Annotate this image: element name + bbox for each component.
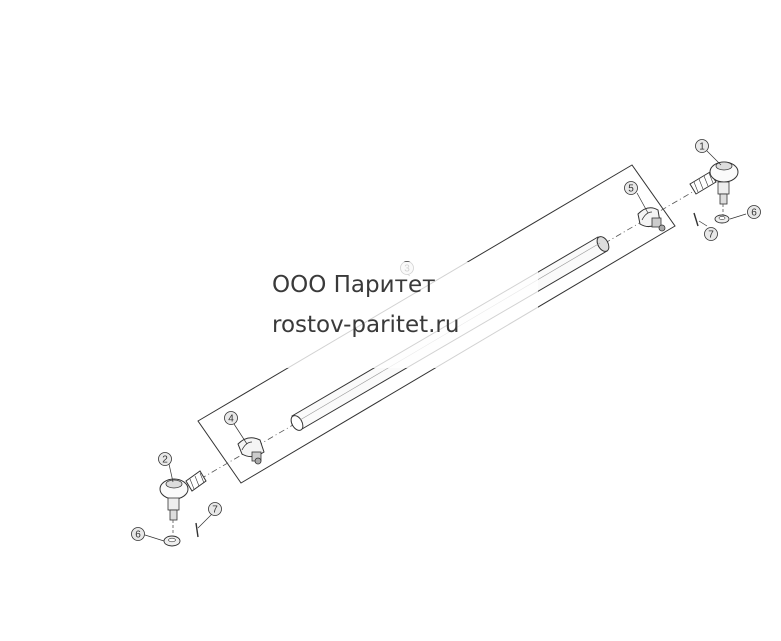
callout-7-left: 7 [208,502,222,516]
tie-rod-end-left [159,470,207,534]
callout-5: 5 [624,181,638,195]
leader-lines [144,150,747,542]
clamp-left [237,437,265,465]
clamp-right [637,207,666,232]
callout-6-right: 6 [747,205,761,219]
callout-7-right: 7 [704,227,718,241]
watermark-site: rostov-paritet.ru [272,312,460,338]
cotter-pin-right [693,212,699,227]
callout-6-left: 6 [131,527,145,541]
svg-text:1: 1 [699,142,705,153]
svg-text:7: 7 [708,230,714,241]
watermark-background [248,262,538,368]
svg-text:2: 2 [162,455,168,466]
callout-2: 2 [158,452,172,466]
svg-text:6: 6 [751,208,757,219]
nut-right [714,214,730,224]
svg-text:6: 6 [135,530,141,541]
cotter-pin-left [195,522,199,538]
assembly-outline [197,164,676,484]
svg-text:4: 4 [228,414,234,425]
callout-1: 1 [695,139,709,153]
tie-rod-end-right [689,161,739,216]
svg-text:7: 7 [212,505,218,516]
watermark-company: ООО Паритет [272,272,436,298]
callout-4: 4 [224,411,238,425]
svg-text:5: 5 [628,184,634,195]
nut-left [163,535,181,547]
